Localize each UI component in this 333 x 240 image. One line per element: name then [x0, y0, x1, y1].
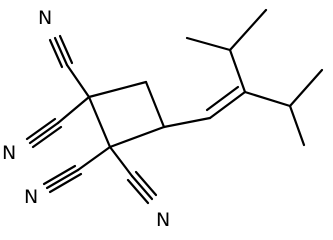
- alkene-side-chain: [162, 85, 247, 129]
- bond: [65, 63, 91, 99]
- bond: [228, 8, 268, 52]
- triple-bond-line: [58, 34, 74, 65]
- triple-bond-line: [48, 172, 83, 194]
- double-bond-line: [208, 90, 247, 120]
- bond: [288, 68, 324, 108]
- isopropyl-group-top: [185, 8, 268, 94]
- isopropyl-group-right: [243, 68, 324, 147]
- nitrile-group-bottom-left: [42, 145, 112, 194]
- bond: [228, 48, 247, 94]
- triple-bond-line: [31, 125, 63, 149]
- bond: [56, 95, 91, 125]
- bond: [108, 145, 134, 178]
- nitrogen-atom-label: N: [38, 7, 52, 29]
- nitrile-group-bottom-right: [108, 145, 158, 205]
- triple-bond-line: [42, 164, 77, 186]
- bond: [108, 125, 166, 149]
- bond: [288, 104, 306, 147]
- cyclobutane-ring: [87, 80, 166, 149]
- nitrile-group-left: [25, 95, 91, 149]
- triple-bond-line: [126, 178, 150, 205]
- triple-bond-line: [134, 170, 158, 197]
- bond: [144, 80, 166, 129]
- bond: [87, 80, 148, 99]
- triple-bond-line: [48, 38, 64, 69]
- bond: [243, 90, 292, 108]
- double-bond-line: [205, 85, 240, 112]
- triple-bond-line: [45, 168, 80, 190]
- triple-bond-line: [28, 121, 60, 145]
- triple-bond-line: [25, 117, 57, 141]
- nitrogen-atom-label: N: [24, 186, 38, 208]
- nitrogen-atom-label: N: [2, 142, 16, 164]
- nitrile-group-top: [48, 34, 91, 99]
- bond: [162, 116, 212, 129]
- bond: [87, 95, 112, 149]
- bond: [76, 145, 112, 172]
- nitrogen-atom-label: N: [156, 209, 170, 231]
- bond: [185, 36, 232, 52]
- triple-bond-line: [53, 36, 69, 67]
- triple-bond-line: [130, 174, 154, 201]
